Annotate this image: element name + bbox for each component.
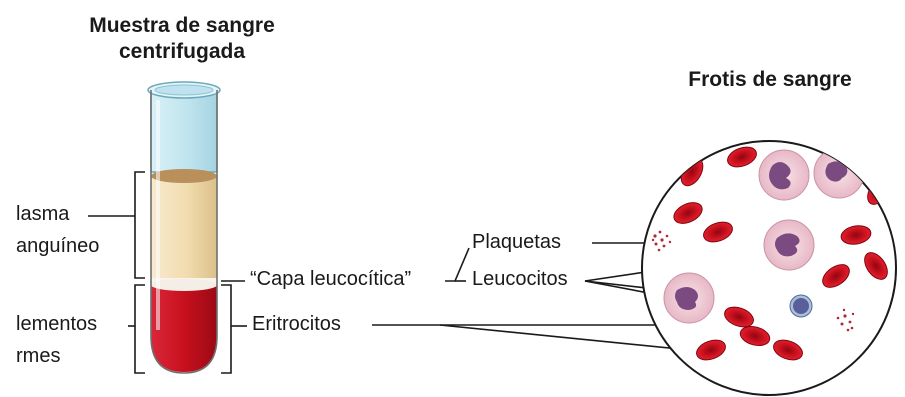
erythrocytes-label: Eritrocitos — [252, 313, 341, 336]
tube-title-line1: Muestra de sangre — [70, 14, 294, 38]
formed-elements-label-line2: rmes — [16, 345, 60, 368]
leukocytes-label: Leucocitos — [472, 268, 568, 291]
plasma-layer — [151, 169, 217, 278]
plasma-label-line1: lasma — [16, 203, 69, 226]
platelets-label: Plaquetas — [472, 231, 561, 254]
formed-elements-label-line1: lementos — [16, 313, 97, 336]
test-tube — [148, 82, 220, 373]
buffy-coat-label: “Capa leucocítica” — [250, 268, 411, 291]
tube-title-line2: centrifugada — [70, 40, 294, 64]
plasma-label-line2: anguíneo — [16, 235, 99, 258]
smear-title: Frotis de sangre — [660, 68, 880, 92]
blood-smear — [642, 108, 896, 395]
erythrocyte-layer — [151, 285, 217, 372]
